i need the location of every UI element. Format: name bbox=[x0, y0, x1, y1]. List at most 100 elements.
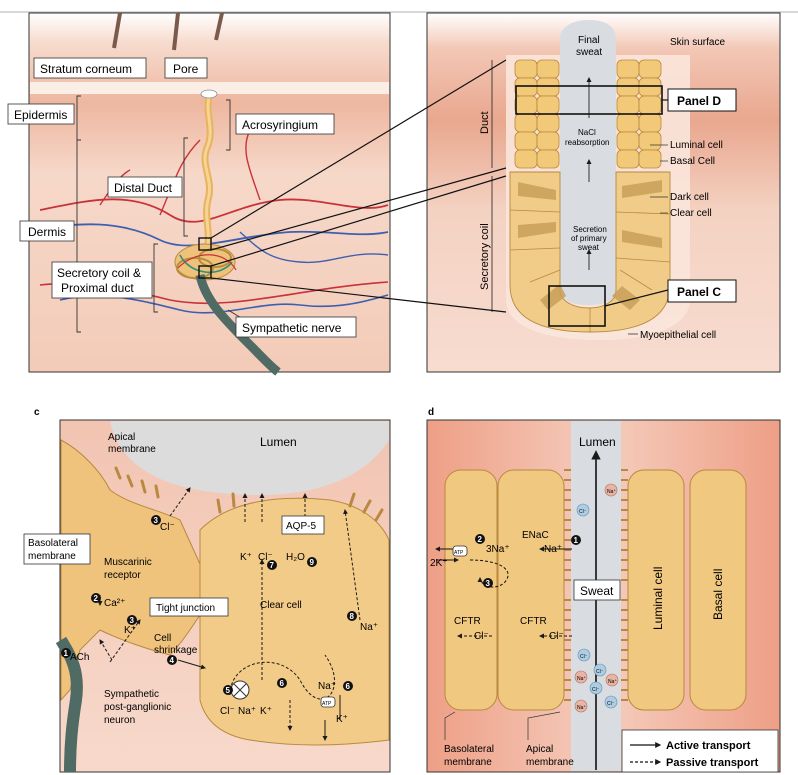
muscarinic-1: Muscarinic bbox=[104, 557, 152, 568]
marker-c-6a-text: 6 bbox=[280, 679, 285, 688]
marker-c-7-text: 7 bbox=[270, 561, 275, 570]
na-ion-3-label: Na⁺ bbox=[608, 679, 617, 685]
cl-mid: Cl⁻ bbox=[549, 631, 564, 642]
panel-c: c bbox=[24, 407, 390, 772]
cl3-label: Cl⁻ bbox=[160, 522, 175, 533]
apical-d-1: Apical bbox=[526, 744, 553, 755]
secretory-coil-label: Secretory coil bbox=[479, 223, 491, 290]
gland-lumen bbox=[560, 20, 616, 305]
apical-luminal-cell-left bbox=[498, 470, 564, 710]
symp-1: Sympathetic bbox=[104, 689, 159, 700]
legend-active: Active transport bbox=[666, 740, 751, 752]
distal-duct-label: Distal Duct bbox=[114, 181, 173, 195]
tight-junction-label: Tight junction bbox=[156, 603, 215, 614]
marker-c-9-text: 9 bbox=[310, 558, 315, 567]
ca-label: Ca²⁺ bbox=[104, 598, 125, 609]
three-na-label: 3Na⁺ bbox=[486, 544, 510, 555]
cl-left: Cl⁻ bbox=[474, 631, 489, 642]
na-bottom: Na⁺ bbox=[238, 706, 256, 717]
marker-d-3-text: 3 bbox=[486, 579, 491, 588]
h2o-label: H₂O bbox=[286, 552, 305, 563]
marker-c-4-text: 4 bbox=[170, 656, 175, 665]
secretion-3: sweat bbox=[578, 243, 600, 252]
coil-label-2: Proximal duct bbox=[61, 281, 134, 295]
panel-d-letter: d bbox=[428, 407, 434, 418]
duct-label: Duct bbox=[479, 111, 491, 134]
panel-d-label: Panel D bbox=[677, 94, 721, 108]
panel-c-letter: c bbox=[34, 407, 40, 418]
marker-c-1-text: 1 bbox=[64, 649, 69, 658]
aqp5-label: AQP-5 bbox=[286, 521, 316, 532]
coil-label-1: Secretory coil & bbox=[57, 266, 141, 280]
epidermis-label: Epidermis bbox=[14, 108, 67, 122]
marker-c-3a-text: 3 bbox=[154, 516, 159, 525]
dark-cell-label: Dark cell bbox=[670, 192, 709, 203]
cl-ion-2-label: Cl⁻ bbox=[580, 654, 588, 660]
basal-cell-left bbox=[445, 470, 497, 710]
na6-label: Na⁺ bbox=[318, 681, 336, 692]
cftr-left: CFTR bbox=[454, 616, 481, 627]
cl-ion-1-label: Cl⁻ bbox=[579, 509, 587, 515]
symp-3: neuron bbox=[104, 715, 135, 726]
na8-label: Na⁺ bbox=[360, 622, 378, 633]
pore bbox=[201, 90, 217, 98]
basolateral-d-2: membrane bbox=[444, 757, 492, 768]
secretion-1: Secretion bbox=[573, 225, 607, 234]
na1-label: Na⁺ bbox=[544, 544, 562, 555]
apical-c-1: Apical bbox=[108, 432, 135, 443]
lumen-c: Lumen bbox=[260, 435, 297, 449]
basal-cell-d: Basal cell bbox=[711, 569, 725, 620]
acrosyringium-label: Acrosyringium bbox=[242, 118, 318, 132]
panel-c-label: Panel C bbox=[677, 285, 721, 299]
cl-ion-4-label: Cl⁻ bbox=[592, 687, 600, 693]
apical-d-2: membrane bbox=[526, 757, 574, 768]
sympathetic-nerve-label: Sympathetic nerve bbox=[242, 321, 342, 335]
sweat-label: Sweat bbox=[580, 584, 614, 598]
na-ion-2-label: Na⁺ bbox=[577, 676, 586, 682]
secretion-2: of primary bbox=[571, 234, 607, 243]
atp-c-label: ATP bbox=[322, 701, 332, 707]
k6-label: K⁺ bbox=[336, 714, 348, 725]
myoepithelial-label: Myoepithelial cell bbox=[640, 330, 716, 341]
muscarinic-2: receptor bbox=[104, 570, 141, 581]
lumen-d: Lumen bbox=[579, 435, 616, 449]
marker-d-1-text: 1 bbox=[574, 536, 579, 545]
luminal-cell-d: Luminal cell bbox=[651, 567, 665, 630]
cl-bottom: Cl⁻ bbox=[220, 706, 235, 717]
na-ion-1-label: Na⁺ bbox=[607, 489, 616, 495]
cftr-mid: CFTR bbox=[520, 616, 547, 627]
cell-shrinkage-2: shrinkage bbox=[154, 645, 198, 656]
final-sweat-2: sweat bbox=[576, 47, 602, 58]
nacl-2: reabsorption bbox=[565, 138, 609, 147]
marker-c-2-text: 2 bbox=[94, 594, 99, 603]
ach-label: ACh bbox=[70, 652, 89, 663]
basal-cell-label: Basal Cell bbox=[670, 156, 715, 167]
atp-d-label: ATP bbox=[454, 550, 464, 556]
cl-ion-3-label: Cl⁻ bbox=[596, 669, 604, 675]
basolateral-c-1: Basolateral bbox=[28, 538, 78, 549]
cl-ion-5-label: Cl⁻ bbox=[607, 701, 615, 707]
cell-shrinkage-1: Cell bbox=[154, 633, 171, 644]
basolateral-d-1: Basolateral bbox=[444, 744, 494, 755]
apical-c-2: membrane bbox=[108, 444, 156, 455]
symp-2: post-ganglionic bbox=[104, 702, 171, 713]
final-sweat-1: Final bbox=[578, 35, 600, 46]
marker-d-2-text: 2 bbox=[478, 535, 483, 544]
legend-passive: Passive transport bbox=[666, 757, 759, 769]
nacl-1: NaCl bbox=[578, 128, 596, 137]
dermis-label: Dermis bbox=[28, 225, 66, 239]
pore-label: Pore bbox=[173, 62, 199, 76]
marker-c-8-text: 8 bbox=[350, 612, 355, 621]
k-bottom: K⁺ bbox=[260, 706, 272, 717]
panel-a: Stratum corneum Pore Epidermis Acrosyrin… bbox=[8, 13, 390, 372]
marker-c-5-text: 5 bbox=[226, 686, 231, 695]
marker-c-3b-text: 3 bbox=[130, 616, 135, 625]
enac-label: ENaC bbox=[522, 530, 549, 541]
clear-cell-c: Clear cell bbox=[260, 600, 302, 611]
marker-c-6b-text: 6 bbox=[346, 682, 351, 691]
panel-d: d Cl⁻ Na⁺ Cl⁻ Na⁺ bbox=[427, 407, 780, 772]
clear-cell-label: Clear cell bbox=[670, 208, 712, 219]
two-k-label: 2K⁺ bbox=[430, 558, 448, 569]
panel-b: Final sweat Skin surface Panel D Duct Na… bbox=[427, 13, 780, 372]
